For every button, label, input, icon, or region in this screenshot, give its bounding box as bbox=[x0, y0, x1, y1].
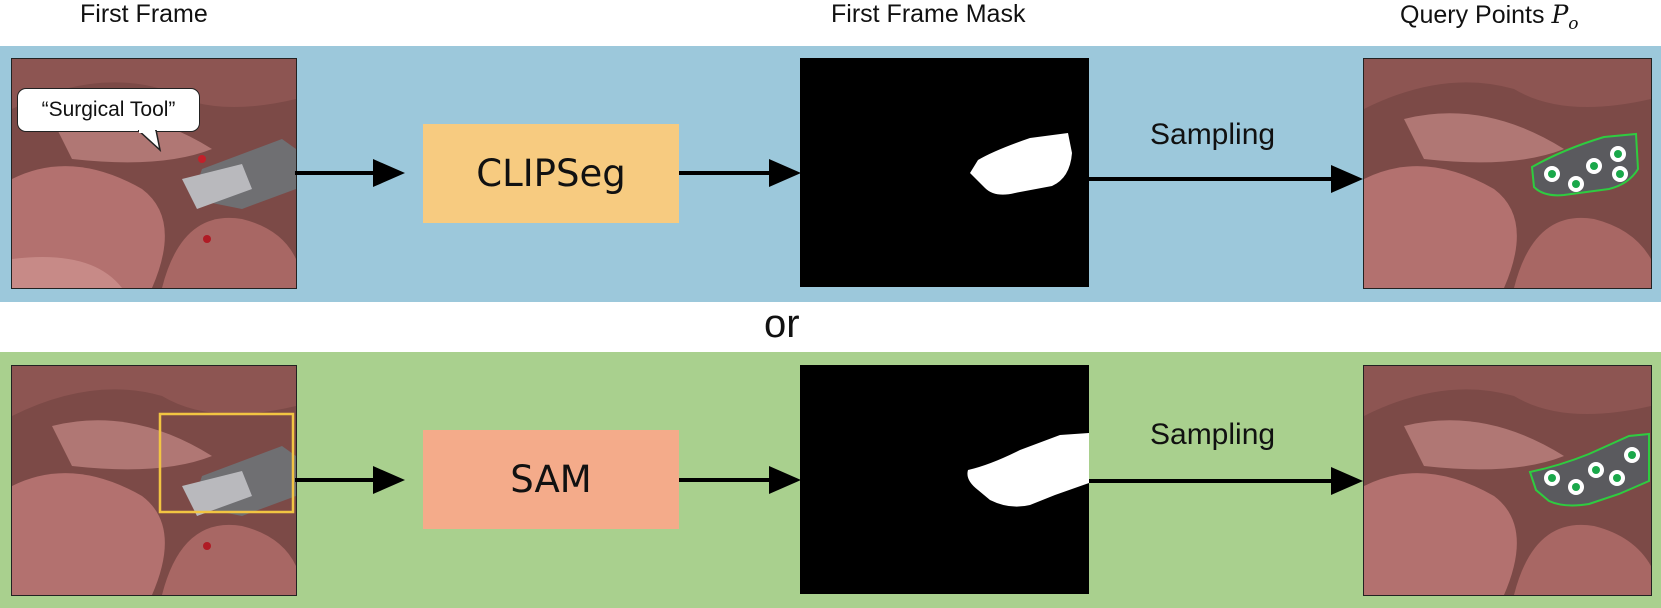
sampling-label-bottom: Sampling bbox=[1150, 418, 1276, 451]
query-points-image-top bbox=[1363, 58, 1652, 289]
query-points-scene-top bbox=[1364, 59, 1651, 288]
clipseg-box: CLIPSeg bbox=[423, 124, 679, 223]
or-separator: or bbox=[764, 302, 800, 346]
first-frame-mask-bottom bbox=[800, 365, 1089, 594]
query-points-scene-bottom bbox=[1364, 366, 1651, 595]
header-first-frame-mask: First Frame Mask bbox=[831, 0, 1026, 28]
query-points-symbol: P bbox=[1551, 0, 1569, 29]
mask-shape-top bbox=[970, 133, 1072, 195]
sam-box: SAM bbox=[423, 430, 679, 529]
header-query-points: Query Points Po bbox=[1400, 0, 1579, 34]
arrow-from-sam bbox=[679, 466, 801, 494]
sampling-label-top: Sampling bbox=[1150, 118, 1276, 151]
surgical-scene-graphic bbox=[12, 59, 296, 288]
query-points-image-bottom bbox=[1363, 365, 1652, 596]
query-point-dots-top bbox=[1544, 146, 1628, 192]
query-points-subscript: o bbox=[1568, 14, 1579, 34]
arrow-sampling-top bbox=[1089, 165, 1363, 193]
arrow-to-sam bbox=[295, 466, 405, 494]
surgical-scene-graphic-bottom bbox=[12, 366, 296, 595]
arrow-to-clipseg bbox=[295, 159, 405, 187]
header-first-frame: First Frame bbox=[80, 0, 208, 28]
first-frame-image-bottom bbox=[11, 365, 297, 596]
arrow-sampling-bottom bbox=[1089, 467, 1363, 495]
bubble-tail-icon bbox=[138, 130, 162, 152]
mask-shape-bottom bbox=[967, 433, 1089, 507]
first-frame-image-top bbox=[11, 58, 297, 289]
query-points-text: Query Points bbox=[1400, 1, 1552, 29]
query-point-dots-bottom bbox=[1544, 447, 1640, 495]
arrow-from-clipseg bbox=[679, 159, 801, 187]
first-frame-mask-top bbox=[800, 58, 1089, 287]
bounding-box-prompt bbox=[158, 412, 295, 514]
text-prompt-bubble: “Surgical Tool” bbox=[17, 88, 200, 132]
